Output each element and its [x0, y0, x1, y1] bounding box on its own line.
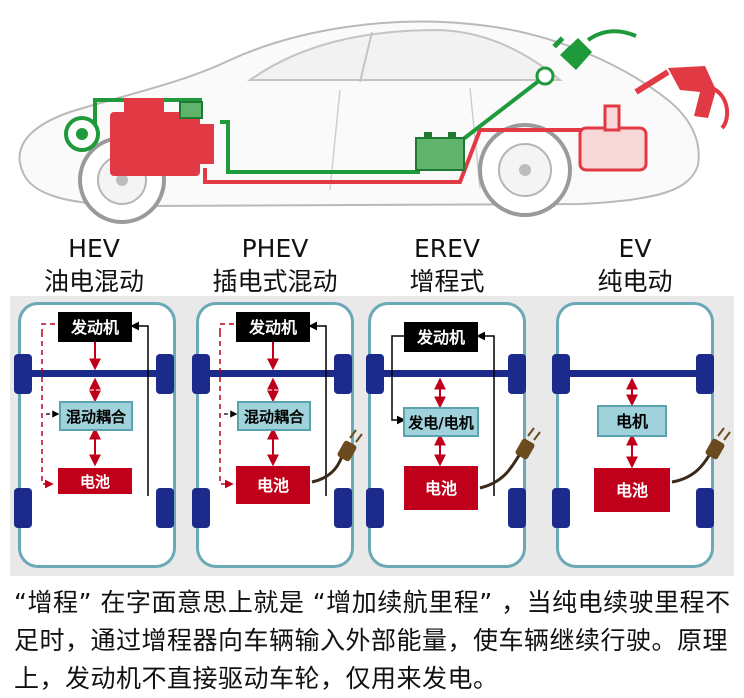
car-illustration	[18, 20, 730, 224]
wheel	[156, 488, 174, 528]
wheel	[14, 488, 32, 528]
battery-label: 电池	[425, 479, 457, 498]
wheel	[696, 488, 714, 528]
rear-wheel	[478, 123, 572, 217]
wheel	[14, 354, 32, 394]
type-caption-ev: EV 纯电动	[545, 232, 725, 298]
diagram-hev: 发动机 混动耦合 电池	[14, 312, 174, 528]
charging-plug-icon	[671, 427, 731, 484]
diagram-ev: 电机 电池	[552, 354, 731, 528]
wheel	[366, 488, 384, 528]
wheel	[192, 488, 210, 528]
front-axle	[566, 370, 704, 377]
type-caption-phev: PHEV 插电式混动	[185, 232, 365, 298]
battery-pack-icon	[415, 132, 465, 171]
type-name: 纯电动	[597, 267, 673, 296]
battery-label: 电池	[80, 473, 110, 491]
battery-label: 电池	[257, 476, 289, 495]
charging-plug-icon	[311, 429, 363, 484]
wheel	[366, 354, 384, 394]
wheel	[552, 354, 570, 394]
powertrain-diagrams: 发动机 混动耦合 电池 发动机 混动耦合 电池	[14, 312, 731, 528]
type-name: 增程式	[409, 267, 485, 296]
type-abbr: HEV	[68, 234, 120, 263]
generator-motor-label: 发电/电机	[407, 414, 473, 432]
wheel	[156, 354, 174, 394]
diagram-erev: 发动机 发电/电机 电池	[366, 322, 541, 528]
wheel	[508, 488, 526, 528]
fuel-tank-icon	[578, 104, 648, 172]
engine-icon	[110, 98, 214, 176]
front-axle	[28, 370, 166, 377]
charging-port-icon	[535, 66, 555, 86]
fuel-nozzle-icon	[634, 66, 730, 130]
wheel	[696, 354, 714, 394]
engine-label: 发动机	[416, 328, 465, 347]
chassis-hev	[18, 302, 176, 568]
frame: HEV 油电混动 PHEV 插电式混动 EREV 增程式 EV 纯电动	[4, 20, 734, 693]
wheel	[334, 488, 352, 528]
wheel	[552, 488, 570, 528]
type-caption-hev: HEV 油电混动	[4, 232, 184, 298]
front-axle	[378, 370, 516, 377]
generator-icon	[64, 116, 100, 152]
type-name: 插电式混动	[212, 267, 338, 296]
front-axle	[206, 370, 344, 377]
description-text: “增程” 在字面意思上就是 “增加续航里程” ，当纯电续驶里程不足时，通过增程器…	[14, 588, 731, 693]
hybrid-coupling-label: 混动耦合	[66, 408, 127, 426]
hybrid-coupling-label: 混动耦合	[244, 408, 305, 426]
charging-plug-icon	[552, 29, 637, 70]
engine-label: 发动机	[70, 318, 119, 337]
type-abbr: PHEV	[241, 234, 309, 263]
motor-label: 电机	[616, 412, 648, 431]
engine-label: 发动机	[248, 318, 297, 337]
type-name: 油电混动	[43, 267, 144, 296]
type-caption-erev: EREV 增程式	[357, 232, 537, 298]
charging-plug-icon	[479, 427, 541, 490]
wheel	[192, 354, 210, 394]
battery-label: 电池	[616, 481, 648, 500]
type-abbr: EREV	[413, 234, 481, 263]
diagram-phev: 发动机 混动耦合 电池	[192, 312, 363, 528]
inverter-icon	[179, 101, 203, 119]
wheel	[334, 354, 352, 394]
type-abbr: EV	[618, 234, 652, 263]
wheel	[508, 354, 526, 394]
